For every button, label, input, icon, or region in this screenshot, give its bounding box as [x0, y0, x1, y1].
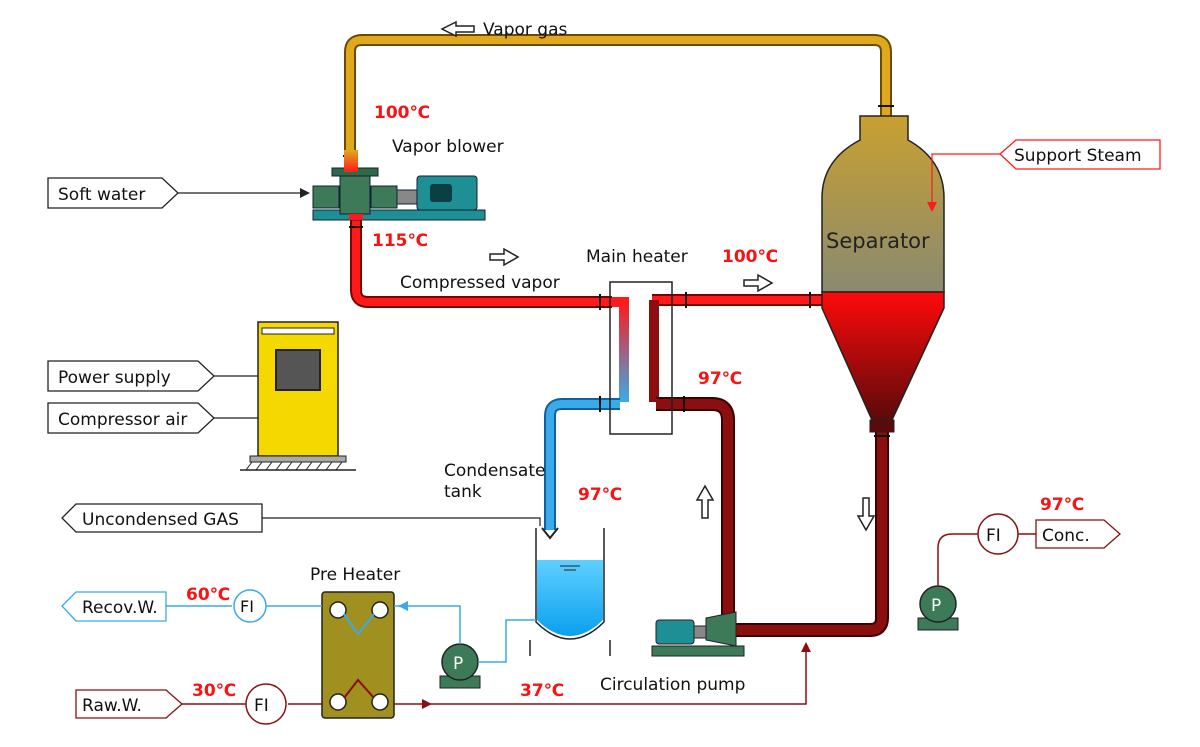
- vapor-gas-label: Vapor gas: [483, 20, 568, 40]
- compressor-air-label: Compressor air: [58, 410, 187, 430]
- pre-heater-label: Pre Heater: [310, 565, 400, 585]
- vapor-blower: [312, 150, 486, 221]
- temp-blower-bottom: 115℃: [372, 231, 428, 251]
- compressed-vapor-label: Compressed vapor: [400, 273, 560, 293]
- power-supply-box: [47, 360, 215, 392]
- temp-heater-out: 100℃: [722, 247, 778, 267]
- support-steam-label: Support Steam: [1014, 146, 1142, 166]
- circulation-pump-label: Circulation pump: [600, 675, 745, 695]
- separator-label: Separator: [826, 229, 930, 253]
- power-supply-label: Power supply: [58, 368, 171, 388]
- compressor-air-box: [47, 402, 215, 434]
- condensate-tank-label-2: tank: [444, 482, 482, 502]
- fi-raw-circle: [245, 683, 287, 725]
- raw-w-box: [75, 689, 183, 719]
- temp-condensate: 97℃: [578, 485, 622, 505]
- concentrate-pump: [917, 585, 959, 631]
- pre-heater: [321, 591, 395, 719]
- main-heater: [609, 281, 673, 435]
- temp-circ-return: 97℃: [698, 369, 742, 389]
- conc-box: [1035, 519, 1121, 549]
- fi-raw-text: FI: [254, 696, 269, 716]
- temp-recov: 60℃: [186, 585, 230, 605]
- recov-w-box: [61, 591, 167, 622]
- p-conc-text: P: [931, 596, 941, 616]
- main-heater-label: Main heater: [586, 247, 688, 267]
- vapor-blower-label: Vapor blower: [392, 137, 504, 157]
- uncondensed-gas-label: Uncondensed GAS: [82, 510, 239, 530]
- fi-conc-circle: [977, 513, 1019, 555]
- separator-vessel: [821, 115, 945, 433]
- support-steam-box: [999, 139, 1161, 170]
- condensate-tank: [529, 527, 611, 656]
- p-condensate-text: P: [453, 654, 463, 674]
- flow-arrows: [440, 20, 876, 532]
- conc-label: Conc.: [1042, 526, 1090, 546]
- temp-conc: 97℃: [1040, 495, 1084, 515]
- fi-recov-circle: [233, 589, 267, 623]
- circulation-pump: [651, 611, 745, 657]
- control-panel: [240, 321, 356, 471]
- temp-blower-top: 100℃: [374, 103, 430, 123]
- soft-water-label: Soft water: [58, 185, 145, 205]
- circulation-return-pipe: [656, 397, 735, 628]
- soft-water-box: [47, 177, 179, 209]
- recov-w-label: Recov.W.: [82, 598, 158, 618]
- separator-drain-pipe: [735, 432, 889, 637]
- heater-tube-condensate: [612, 297, 629, 402]
- fi-recov-text: FI: [240, 597, 254, 616]
- fi-conc-text: FI: [986, 526, 1001, 546]
- uncondensed-gas-box: [61, 503, 263, 533]
- temp-raw: 30℃: [192, 681, 236, 701]
- condensate-tank-label-1: Condensate: [444, 461, 545, 481]
- temp-preheated: 37℃: [520, 681, 564, 701]
- raw-w-label: Raw.W.: [82, 696, 142, 716]
